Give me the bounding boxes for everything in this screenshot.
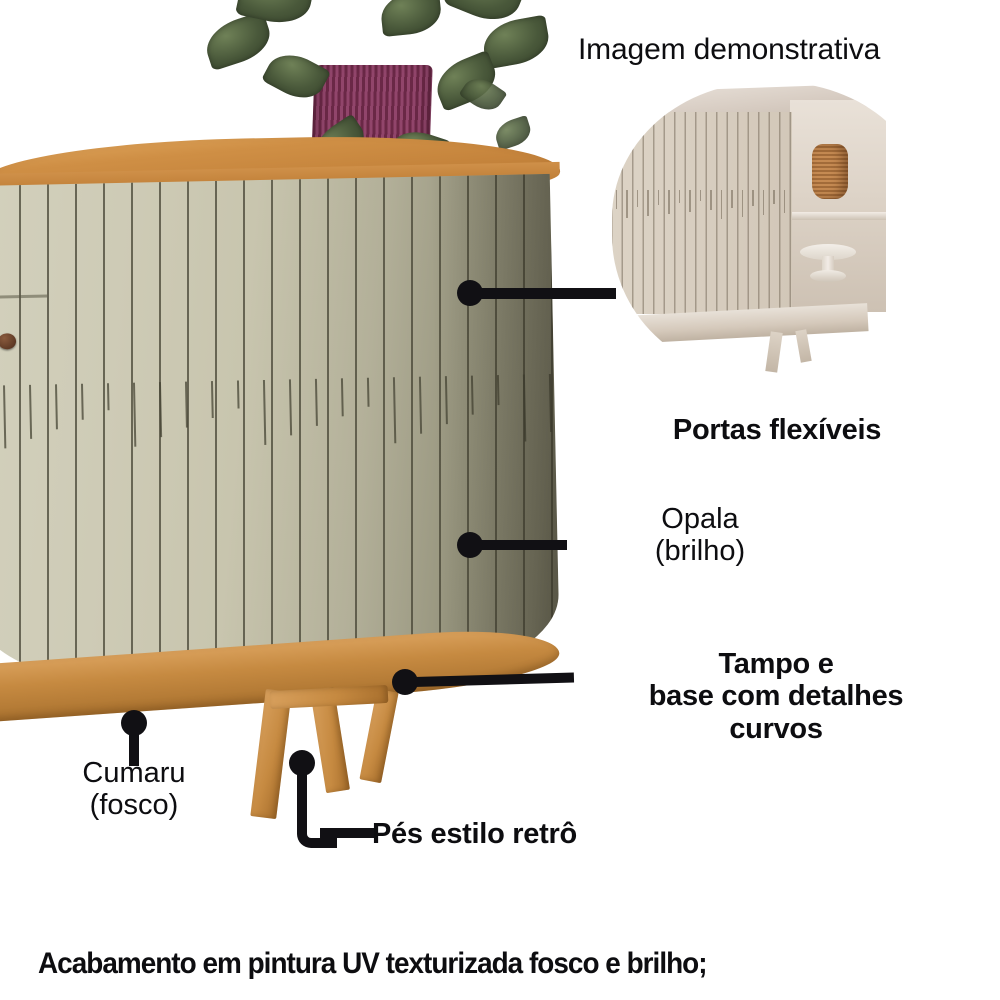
inset-slat-groove [657, 190, 659, 205]
inset-slat-groove [615, 190, 617, 209]
callout-dot-portas [457, 280, 483, 306]
slat-groove [80, 383, 84, 420]
inset-slat-groove [678, 190, 680, 203]
inset-slat-groove [647, 190, 649, 216]
slat-groove [210, 381, 214, 419]
slat-groove [132, 382, 137, 447]
inset-shelf [790, 212, 886, 220]
slat-groove [236, 380, 240, 409]
buffet-body-slatted-doors [0, 173, 561, 687]
slat-groove [262, 379, 267, 445]
inset-slatted-doors [612, 112, 792, 314]
callout-label-tampo-base-curvos: Tampo e base com detalhes curvos [648, 648, 904, 745]
slat-groove [314, 378, 318, 426]
inset-slat-grooves [612, 112, 792, 314]
inset-slat-groove [762, 190, 764, 215]
slat-groove [3, 385, 7, 449]
callout-dot-opala [457, 532, 483, 558]
callout-line-pes-horizontal [320, 828, 378, 838]
inset-slat-groove [626, 190, 628, 218]
inset-slat-groove [699, 190, 701, 201]
body-side-shading [429, 173, 561, 677]
callout-dot-tampo [392, 669, 418, 695]
inset-cake-stand-foot [810, 270, 846, 282]
inset-slat-groove [668, 190, 670, 214]
inset-slat-groove [720, 190, 722, 219]
inset-leg [765, 331, 783, 373]
inset-slat-band [612, 190, 792, 220]
inset-slat-groove [773, 190, 775, 204]
slat-groove [392, 377, 397, 444]
callout-dot-cumaru [121, 710, 147, 736]
callout-label-pes-estilo-retro: Pés estilo retrô [372, 818, 577, 850]
slat-groove [184, 381, 188, 428]
callout-label-cumaru-fosco: Cumaru (fosco) [82, 757, 186, 822]
product-photo-main [0, 0, 562, 820]
inset-slat-groove [731, 190, 733, 208]
slat-groove [29, 384, 33, 439]
callout-line-portas [480, 288, 616, 299]
plant-leaf [378, 0, 444, 38]
inset-cake-stand [800, 244, 856, 282]
inset-slat-groove [689, 190, 691, 212]
slat-groove [366, 377, 370, 407]
callout-label-portas-flexiveis: Portas flexíveis [672, 414, 882, 446]
callout-line-pes-vertical [297, 762, 307, 824]
inset-cake-stand-top [800, 244, 856, 260]
inset-title-label: Imagem demonstrativa [578, 33, 881, 66]
inset-slat-groove [710, 190, 712, 210]
inset-slat-groove [741, 190, 743, 217]
bottom-caption: Acabamento em pintura UV texturizada fos… [38, 947, 708, 980]
callout-label-opala-brilho: Opala (brilho) [654, 503, 746, 568]
inset-leg [795, 329, 812, 363]
plant-leaf [491, 115, 535, 151]
slat-groove [418, 376, 423, 434]
slat-groove [340, 378, 344, 417]
slat-groove [288, 379, 293, 436]
callout-line-opala [480, 540, 567, 550]
inset-slat-groove [752, 190, 754, 206]
callout-line-pes-elbow [297, 808, 337, 848]
slat-groove [106, 383, 110, 411]
inset-demo-photo [612, 82, 932, 377]
slat-groove [54, 384, 58, 430]
inset-slat-groove [636, 190, 638, 207]
callout-dot-pes [289, 750, 315, 776]
slat-groove [158, 382, 163, 438]
inset-copper-vase [812, 144, 848, 199]
inset-cake-stand-stem [822, 256, 834, 274]
callout-line-cumaru [129, 722, 139, 766]
inset-slat-groove [783, 190, 785, 213]
